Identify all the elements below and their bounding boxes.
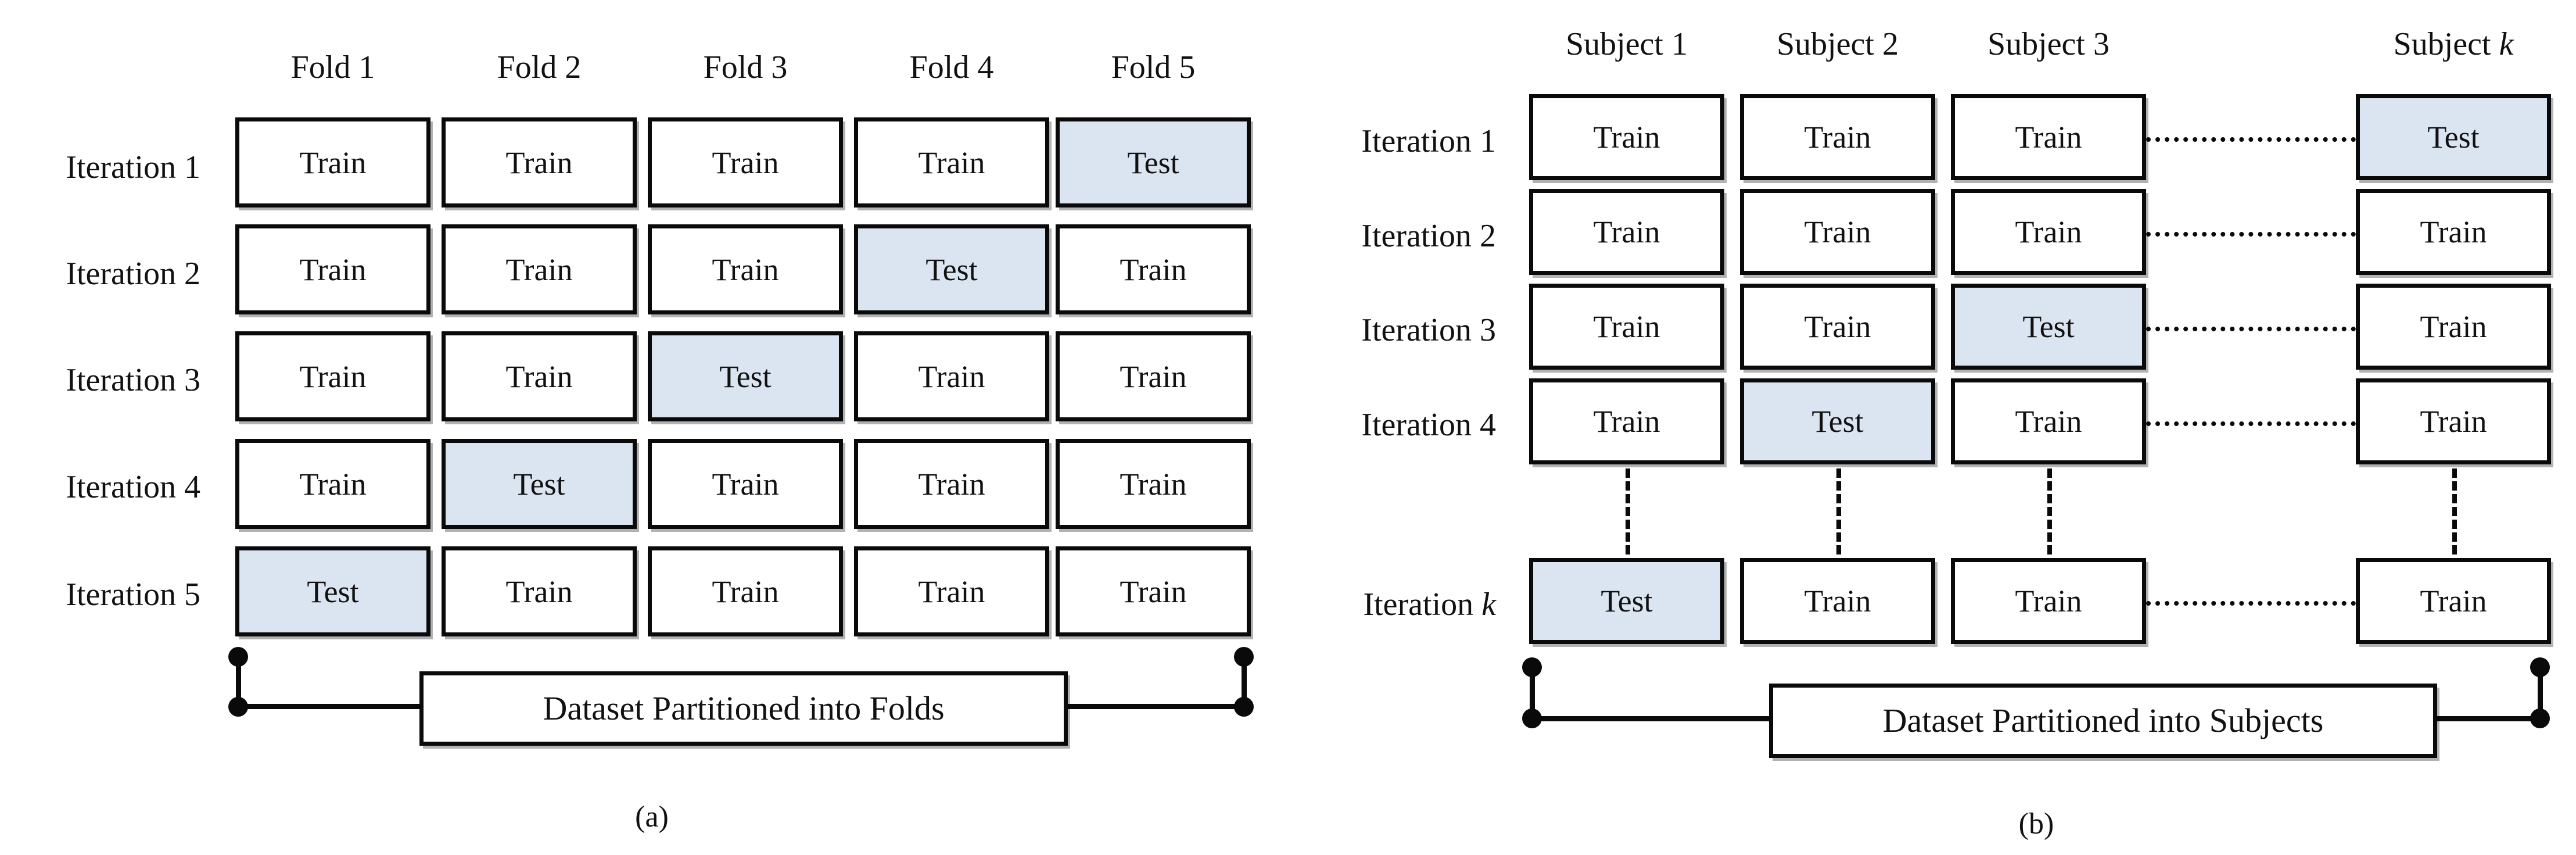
panel-b-cell-rkc3: Train	[1951, 558, 2146, 644]
panel-b-cell-r4c3: Train	[1951, 378, 2146, 464]
panel-a-bracket-dot-bottom-left	[228, 697, 248, 717]
panel-a-cell-r4c5: Train	[1056, 439, 1251, 529]
panel-a-row-label-3: Iteration 3	[66, 362, 200, 398]
panel-b-row-label-5: Iteration k	[1290, 588, 1496, 621]
panel-b-cell-rkc1: Test	[1529, 558, 1724, 644]
panel-a-cell-r3c4: Train	[854, 331, 1049, 421]
panel-b-cell-r2c4: Train	[2356, 189, 2551, 275]
panel-b-cell-r3c1: Train	[1529, 284, 1724, 370]
panel-a-cell-r3c2: Train	[442, 331, 637, 421]
panel-b-row-connector-k	[2146, 601, 2356, 606]
panel-a-row-label-4: Iteration 4	[66, 469, 200, 505]
panel-b-cell-r3c4: Train	[2356, 284, 2551, 370]
panel-b-column-ellipsis-1	[1626, 468, 1630, 555]
panel-a-cell-r2c2: Train	[442, 224, 637, 314]
panel-a-cell-r1c4: Train	[854, 117, 1049, 208]
panel-b-cell-r1c1: Train	[1529, 94, 1724, 180]
panel-b-cell-r2c3: Train	[1951, 189, 2146, 275]
panel-b-row-label-2: Iteration 2	[1361, 218, 1496, 254]
panel-a-cell-r4c1: Train	[235, 439, 430, 529]
panel-b-cell-r3c3: Test	[1951, 284, 2146, 370]
panel-b-row-label-1: Iteration 1	[1361, 123, 1496, 159]
panel-b-cell-r2c2: Train	[1740, 189, 1935, 275]
panel-b-bracket-right-stem	[2538, 666, 2543, 719]
panel-b-column-header-4-text: Subject	[2393, 26, 2499, 62]
panel-a-cell-r5c5: Train	[1056, 546, 1251, 636]
panel-a-cell-r4c2: Test	[442, 439, 637, 529]
panel-a-cell-r3c1: Train	[235, 331, 430, 421]
panel-a-bracket-dot-top-right	[1234, 647, 1254, 667]
panel-b-row-label-5-text: Iteration	[1363, 586, 1482, 623]
panel-b-cell-r1c2: Train	[1740, 94, 1935, 180]
panel-b-cell-r3c2: Train	[1740, 284, 1935, 370]
panel-b-column-header-4-italic: k	[2499, 26, 2514, 62]
panel-a-column-header-5: Fold 5	[1111, 49, 1196, 85]
panel-b-subcaption: (b)	[2018, 807, 2054, 840]
panel-b-cell-r1c4: Test	[2356, 94, 2551, 180]
panel-a-cell-r5c3: Train	[648, 546, 843, 636]
panel-b-column-ellipsis-3	[2047, 468, 2052, 555]
panel-a-cell-r1c5: Test	[1056, 117, 1251, 208]
panel-a-cell-r3c3: Test	[648, 331, 843, 421]
panel-a-cell-r3c5: Train	[1056, 331, 1251, 421]
panel-a-cell-r5c1: Test	[235, 546, 430, 636]
panel-b-column-header-3: Subject 3	[1987, 26, 2109, 62]
panel-a-column-header-2: Fold 2	[497, 49, 582, 85]
panel-a-cell-r1c1: Train	[235, 117, 430, 208]
panel-b-column-ellipsis-4	[2452, 468, 2457, 555]
panel-b-row-label-5-italic: k	[1481, 586, 1496, 623]
panel-a-cell-r2c1: Train	[235, 224, 430, 314]
panel-b-bracket-left-stem	[1530, 666, 1535, 719]
panel-b-bracket-dot-top-left	[1522, 657, 1542, 677]
panel-a-bracket-right-stem	[1242, 655, 1247, 707]
panel-a-column-header-4: Fold 4	[909, 49, 994, 85]
panel-b-subject-wise: Subject 1 Subject 2 Subject 3 Subject k …	[1290, 0, 2576, 855]
panel-a-bracket-dot-top-left	[228, 647, 248, 667]
panel-b-cell-r4c4: Train	[2356, 378, 2551, 464]
panel-a-row-label-2: Iteration 2	[66, 256, 200, 292]
panel-a-cell-r5c2: Train	[442, 546, 637, 636]
panel-b-cell-r2c1: Train	[1529, 189, 1724, 275]
panel-a-partition-label-box: Dataset Partitioned into Folds	[419, 671, 1068, 746]
panel-b-column-ellipsis-2	[1836, 468, 1841, 555]
panel-a-cell-r2c5: Train	[1056, 224, 1251, 314]
panel-b-bracket-dot-bottom-left	[1522, 709, 1542, 728]
panel-b-bracket-dot-bottom-right	[2530, 709, 2550, 728]
panel-a-cell-r2c4: Test	[854, 224, 1049, 314]
panel-b-cell-r4c1: Train	[1529, 378, 1724, 464]
panel-a-column-header-3: Fold 3	[703, 49, 788, 85]
panel-a-row-label-1: Iteration 1	[66, 149, 200, 185]
panel-a-subcaption: (a)	[635, 800, 669, 833]
panel-a-cell-r4c3: Train	[648, 439, 843, 529]
panel-a-column-header-1: Fold 1	[290, 49, 375, 85]
panel-a-bracket-left-stem	[236, 655, 241, 707]
panel-b-row-connector-4	[2146, 421, 2356, 426]
panel-b-row-label-3: Iteration 3	[1361, 312, 1496, 348]
panel-b-column-header-2: Subject 2	[1777, 26, 1899, 62]
panel-a-bracket-dot-bottom-right	[1234, 697, 1254, 717]
panel-b-row-label-4: Iteration 4	[1361, 407, 1496, 443]
panel-a-cell-r2c3: Train	[648, 224, 843, 314]
panel-b-column-header-1: Subject 1	[1566, 26, 1688, 62]
panel-a-kfold: Fold 1 Fold 2 Fold 3 Fold 4 Fold 5 Itera…	[66, 49, 1254, 833]
panel-b-cell-r1c3: Train	[1951, 94, 2146, 180]
panel-b-bracket-dot-top-right	[2530, 657, 2550, 677]
panel-b-cell-rkc2: Train	[1740, 558, 1935, 644]
panel-a-cell-r4c4: Train	[854, 439, 1049, 529]
panel-b-column-header-4: Subject k	[2356, 28, 2551, 60]
panel-b-row-connector-3	[2146, 327, 2356, 331]
panel-a-cell-r1c2: Train	[442, 117, 637, 208]
panel-b-row-connector-2	[2146, 232, 2356, 237]
panel-a-cell-r1c3: Train	[648, 117, 843, 208]
panel-a-cell-r5c4: Train	[854, 546, 1049, 636]
panel-b-cell-r4c2: Test	[1740, 378, 1935, 464]
panel-a-row-label-5: Iteration 5	[66, 577, 200, 613]
panel-b-cell-rkc4: Train	[2356, 558, 2551, 644]
panel-b-row-connector-1	[2146, 137, 2356, 142]
panel-b-partition-label-box: Dataset Partitioned into Subjects	[1769, 684, 2437, 758]
